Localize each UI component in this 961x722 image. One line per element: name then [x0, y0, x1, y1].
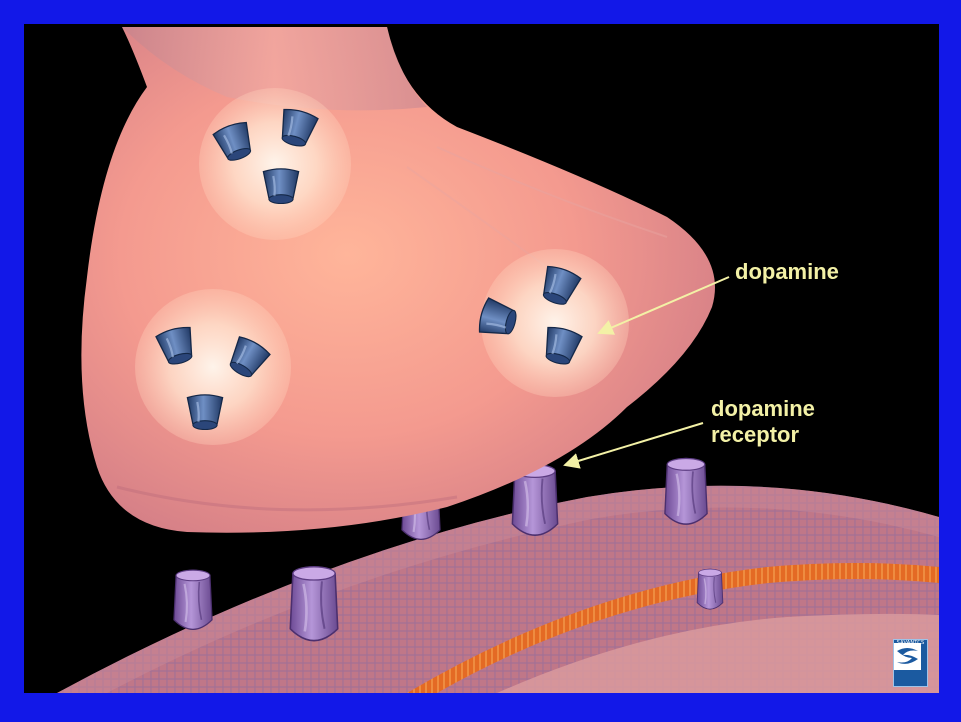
synapse-drawing — [27, 27, 939, 693]
swoosh-icon — [894, 643, 921, 670]
vesicle — [199, 88, 351, 240]
receptor — [174, 570, 212, 629]
dopamine-molecule — [187, 395, 222, 430]
receptor — [697, 569, 723, 609]
synapse-illustration: dopamine dopamine receptor SAVANTCS — [24, 24, 939, 693]
presynaptic-terminal — [81, 27, 715, 533]
receptor — [665, 459, 707, 525]
dopamine-receptor-label: dopamine receptor — [711, 396, 815, 448]
publisher-logo: SAVANTCS — [893, 639, 928, 687]
vesicle — [135, 289, 291, 445]
dopamine-label: dopamine — [735, 259, 839, 285]
dopamine-molecule — [263, 169, 298, 204]
receptor — [290, 567, 337, 641]
